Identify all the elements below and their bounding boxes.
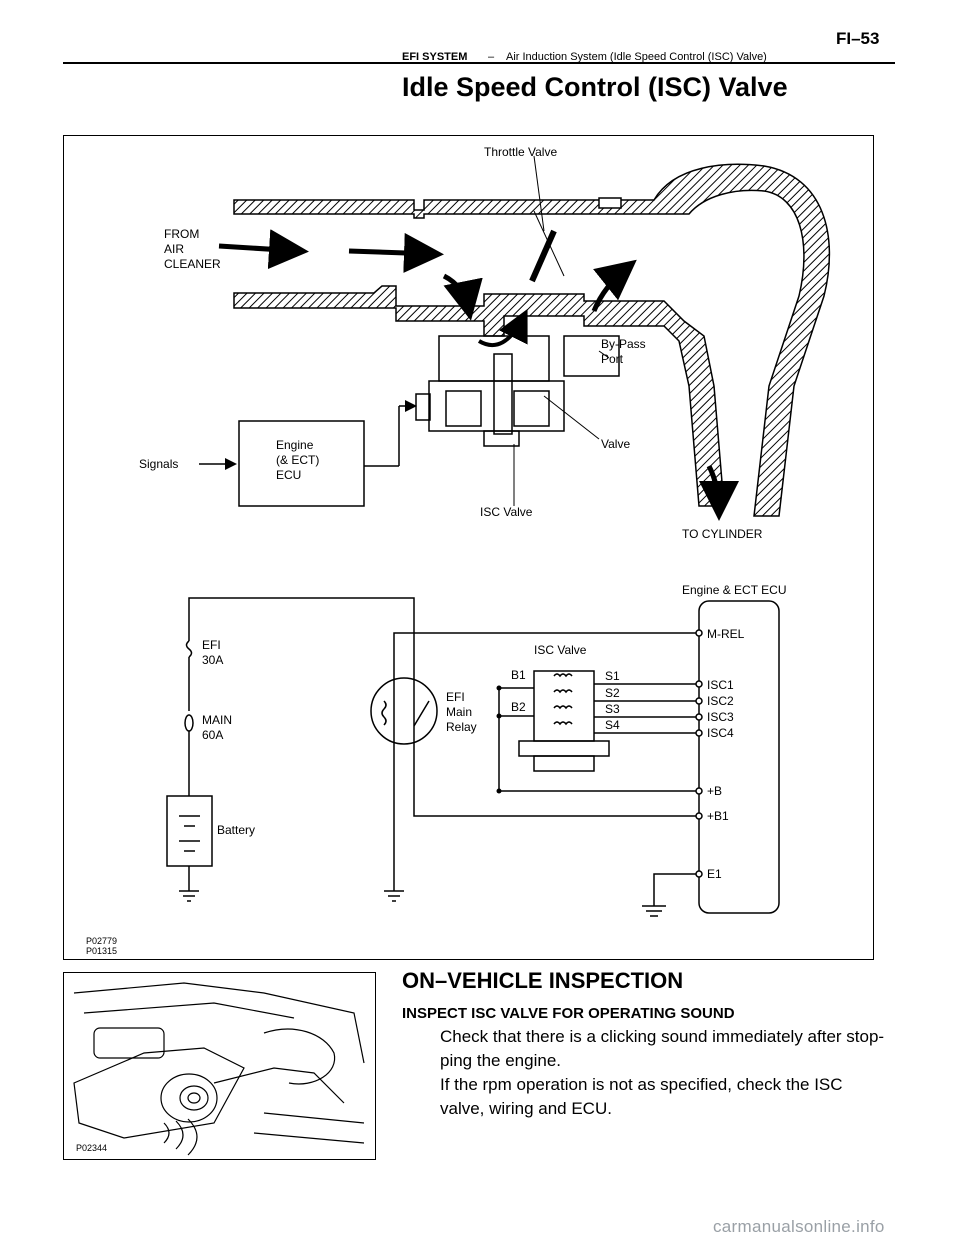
section-title: ON–VEHICLE INSPECTION [402, 968, 684, 993]
air-flow-arrow [218, 229, 309, 270]
terminal-plus-b: +B [707, 784, 722, 798]
label-fuse-efi-rating: 30A [202, 653, 223, 667]
figure-code-a: P02779 [86, 936, 117, 946]
label-to-cylinder: TO CYLINDER [682, 527, 763, 541]
engine-bay-illustration: P02344 [73, 982, 365, 1156]
label-fuse-main-rating: 60A [202, 728, 223, 742]
label-b2: B2 [511, 700, 526, 714]
isc-diagram: Throttle Valve FROM AIR CLEANER By-Pass … [86, 145, 831, 956]
label-air: AIR [164, 242, 184, 256]
throttle-plate [529, 229, 557, 283]
label-s3: S3 [605, 702, 620, 716]
label-fuse-efi: EFI [202, 638, 221, 652]
header-separator: – [488, 51, 495, 63]
label-relay-main: Main [446, 705, 472, 719]
label-relay-efi: EFI [446, 690, 465, 704]
air-flow-arrow [348, 232, 444, 273]
ecu-box [238, 420, 365, 507]
intake-duct [233, 163, 831, 517]
paragraph-check-isc: If the rpm operation is not as specified… [440, 1075, 843, 1118]
page-number: FI–53 [836, 29, 880, 48]
label-battery: Battery [217, 823, 255, 837]
label-ecu-2: (& ECT) [276, 453, 319, 467]
label-bypass: By-Pass [601, 337, 646, 351]
terminal-isc4: ISC4 [707, 726, 734, 740]
label-b1: B1 [511, 668, 526, 682]
terminal-isc1: ISC1 [707, 678, 734, 692]
label-throttle-valve: Throttle Valve [484, 145, 557, 159]
label-s2: S2 [605, 686, 620, 700]
terminal-isc3: ISC3 [707, 710, 734, 724]
wiring-diagram [166, 597, 780, 917]
step-title: INSPECT ISC VALVE FOR OPERATING SOUND [402, 1005, 735, 1022]
engine-bay-figure: P02344 [63, 972, 376, 1160]
header-system: EFI SYSTEM [402, 51, 468, 63]
label-relay: Relay [446, 720, 477, 734]
terminal-plus-b1: +B1 [707, 809, 729, 823]
label-ecu-1: Engine [276, 438, 314, 452]
label-fuse-main: MAIN [202, 713, 232, 727]
label-s1: S1 [605, 669, 620, 683]
terminal-e1: E1 [707, 867, 722, 881]
label-s4: S4 [605, 718, 620, 732]
header-subtitle: Air Induction System (Idle Speed Control… [506, 51, 767, 63]
label-ecu-3: ECU [276, 468, 301, 482]
terminal-m-rel: M-REL [707, 627, 745, 641]
page-header: EFI SYSTEM – Air Induction System (Idle … [0, 28, 960, 64]
label-valve: Valve [601, 437, 630, 451]
paragraph-check-sound: Check that there is a clicking sound imm… [440, 1027, 885, 1070]
label-isc-valve: ISC Valve [480, 505, 533, 519]
watermark: carmanualsonline.info [713, 1217, 885, 1236]
label-cleaner: CLEANER [164, 257, 221, 271]
label-from: FROM [164, 227, 199, 241]
label-ecu-title: Engine & ECT ECU [682, 583, 787, 597]
label-signals: Signals [139, 457, 178, 471]
isc-diagram-figure: Throttle Valve FROM AIR CLEANER By-Pass … [63, 135, 874, 960]
figure-code: P02344 [76, 1143, 107, 1153]
isc-valve-body [415, 335, 620, 447]
figure-code-b: P01315 [86, 946, 117, 956]
label-bypass-port: Port [601, 352, 624, 366]
header-rule [63, 62, 895, 64]
label-isc-valve-wiring: ISC Valve [534, 643, 587, 657]
terminal-isc2: ISC2 [707, 694, 734, 708]
page-title: Idle Speed Control (ISC) Valve [402, 72, 788, 102]
